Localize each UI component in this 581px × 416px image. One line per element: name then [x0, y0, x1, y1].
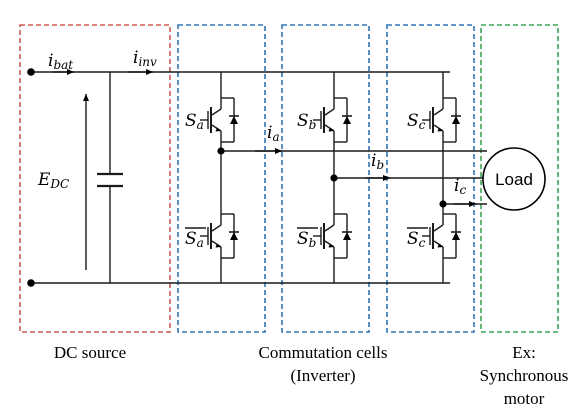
- sa-lower-label: Sa: [185, 229, 204, 250]
- switch-sc-lower: [421, 213, 462, 259]
- edc-label: EDC: [37, 170, 69, 191]
- node-a: [217, 147, 225, 155]
- inverter-caption-line1: Commutation cells: [259, 343, 388, 362]
- i-inv-label: iinv: [133, 48, 157, 69]
- sb-lower-label: Sb: [297, 229, 316, 250]
- load-circle: [482, 147, 546, 211]
- switch-sb-lower: [312, 213, 353, 259]
- inverter-caption-line2: (Inverter): [290, 366, 355, 385]
- switch-sc-upper: [421, 97, 462, 143]
- sc-upper-label: Sc: [407, 111, 426, 132]
- motor-caption-line1: Ex:: [512, 343, 536, 362]
- i-a-label: ia: [267, 123, 280, 144]
- sc-lower-label: Sc: [407, 229, 426, 250]
- cell-a-region: [177, 24, 266, 333]
- i-c-label: ic: [454, 176, 466, 197]
- motor-caption-line3: motor: [504, 389, 545, 408]
- node-b: [330, 174, 338, 182]
- sa-upper-label: Sa: [185, 111, 204, 132]
- switch-sb-upper: [312, 97, 353, 143]
- dc-source-caption: DC source: [54, 343, 126, 362]
- negative-terminal: [27, 279, 35, 287]
- i-bat-label: ibat: [48, 51, 73, 72]
- sb-upper-label: Sb: [297, 111, 316, 132]
- switch-sa-upper: [199, 97, 240, 143]
- dc-capacitor: [97, 72, 123, 283]
- positive-terminal: [27, 68, 35, 76]
- switch-sa-lower: [199, 213, 240, 259]
- motor-caption-line2: Synchronous: [480, 366, 569, 385]
- i-b-label: ib: [371, 151, 384, 172]
- node-c: [439, 200, 447, 208]
- dc-source-region: [19, 24, 171, 333]
- load-label: Load: [495, 170, 533, 189]
